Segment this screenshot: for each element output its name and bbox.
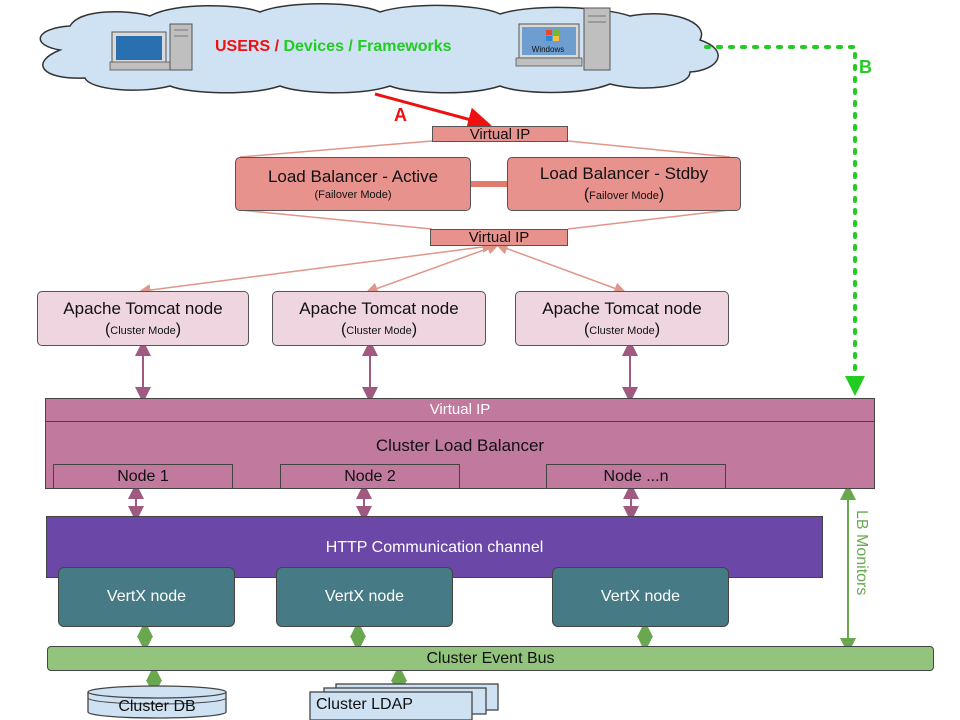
tomcat-node-label: Apache Tomcat node (299, 298, 459, 318)
tomcat-mode: Cluster Mode (589, 324, 655, 337)
cluster-virtual-ip: Virtual IP (45, 398, 875, 422)
middle-virtual-ip: Virtual IP (430, 229, 568, 246)
arrow-b (704, 45, 857, 390)
slash-2: / (343, 38, 358, 55)
arrow-b-head (845, 376, 865, 396)
tomcat-node-2: Apache Tomcat node (Cluster Mode) (272, 291, 486, 346)
tomcat-node-3: Apache Tomcat node (Cluster Mode) (515, 291, 729, 346)
lb-standby-paren-open: ( (583, 186, 590, 203)
windows-computer-icon: Windows (515, 7, 611, 71)
tomcat-paren-open: ( (340, 320, 347, 338)
cluster-ldap-icon (309, 683, 499, 720)
slash-1: / (270, 38, 284, 55)
lb-active-mode: (Failover Mode) (314, 189, 392, 201)
cluster-ldap-label: Cluster LDAP (316, 696, 413, 713)
flow-a-label: A (394, 105, 407, 125)
users-devices-frameworks-label: USERS / Devices / Frameworks (215, 38, 452, 56)
desktop-computer-icon (109, 23, 193, 71)
users-word: USERS (215, 38, 271, 55)
tomcat-mode: Cluster Mode (110, 324, 176, 337)
lb-standby-label: Load Balancer - Stdby (539, 164, 709, 183)
lb-standby-mode: Failover Mode (589, 190, 659, 202)
cluster-node-2: Node 2 (280, 464, 460, 489)
lb-active-label: Load Balancer - Active (267, 167, 439, 186)
load-balancer-active: Load Balancer - Active (Failover Mode) (235, 157, 471, 211)
tomcat-paren-close: ) (654, 320, 661, 338)
tomcat-mode: Cluster Mode (346, 324, 412, 337)
tomcat-node-label: Apache Tomcat node (542, 298, 702, 318)
lb-standby-paren-close: ) (658, 186, 665, 203)
vertx-node-1: VertX node (58, 567, 235, 627)
tomcat-paren-close: ) (411, 320, 418, 338)
cluster-node-1: Node 1 (53, 464, 233, 489)
top-virtual-ip: Virtual IP (432, 126, 568, 142)
windows-label: Windows (532, 45, 564, 54)
cluster-event-bus: Cluster Event Bus (47, 646, 934, 671)
flow-b-label: B (859, 57, 872, 77)
cluster-lb-title: Cluster Load Balancer (375, 436, 545, 455)
arrow-a (374, 92, 492, 131)
cluster-node-n: Node ...n (546, 464, 726, 489)
cluster-db-icon (87, 685, 227, 719)
lb-monitors-label: LB Monitors (853, 510, 870, 596)
cluster-db-label: Cluster DB (118, 698, 196, 715)
tomcat-node-label: Apache Tomcat node (63, 298, 223, 318)
tomcat-paren-open: ( (583, 320, 590, 338)
vertx-node-3: VertX node (552, 567, 729, 627)
tomcat-paren-close: ) (175, 320, 182, 338)
tomcat-paren-open: ( (104, 320, 111, 338)
devices-word: Devices (283, 38, 344, 55)
frameworks-word: Frameworks (357, 38, 452, 55)
tomcat-node-1: Apache Tomcat node (Cluster Mode) (37, 291, 249, 346)
load-balancer-standby: Load Balancer - Stdby (Failover Mode) (507, 157, 741, 211)
vertx-node-2: VertX node (276, 567, 453, 627)
